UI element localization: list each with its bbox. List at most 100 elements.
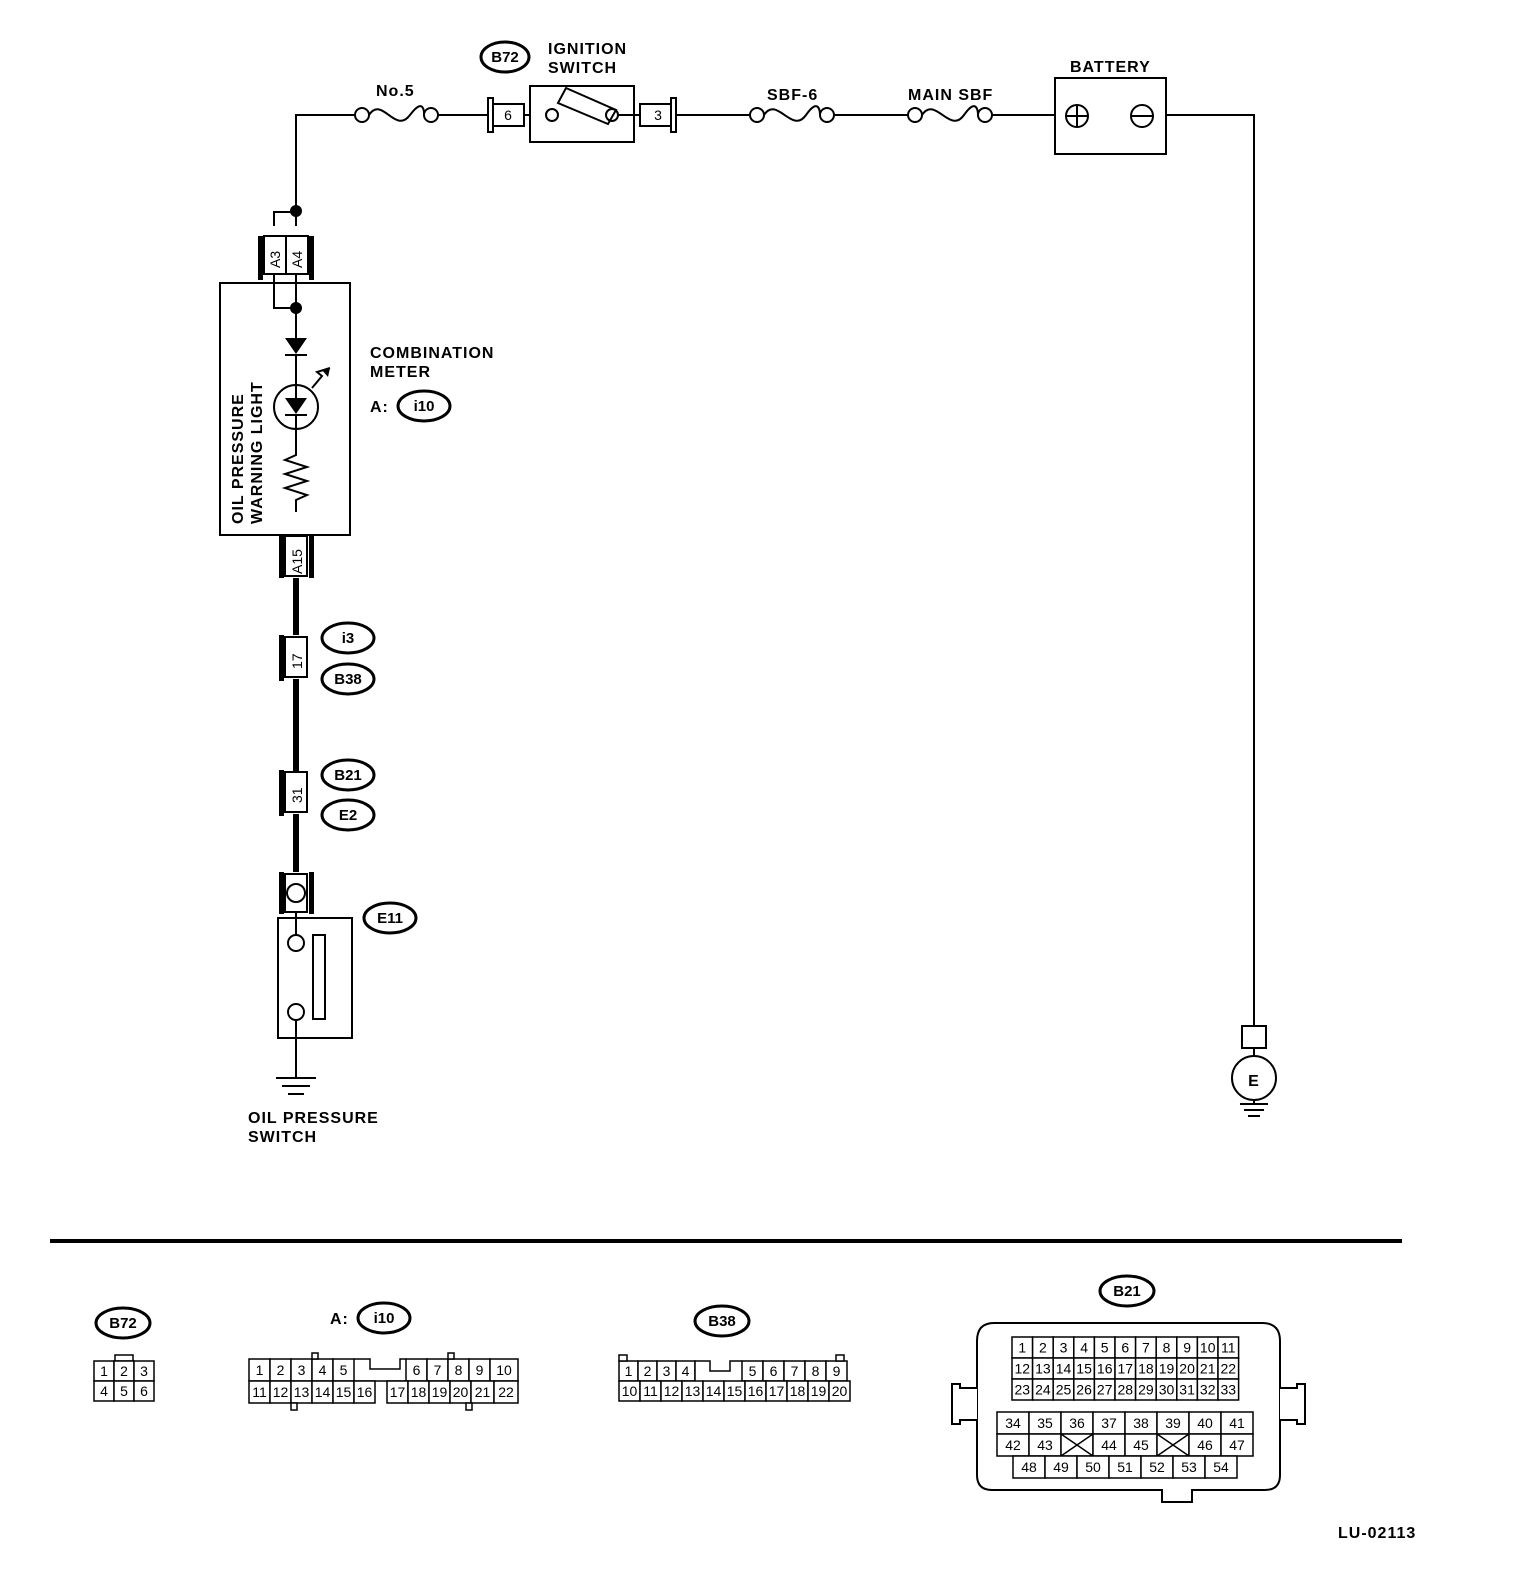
b38-pin: 13 <box>685 1383 701 1399</box>
b21-pin: 26 <box>1076 1382 1092 1398</box>
b38-pin: 11 <box>643 1383 658 1399</box>
i10-pin: 15 <box>336 1384 352 1400</box>
b38-pin: 15 <box>727 1383 743 1399</box>
b72-pin: 5 <box>120 1383 128 1399</box>
i10-pin: 10 <box>496 1362 512 1378</box>
legend-i10-tag: i10 <box>374 1310 395 1327</box>
b38-pin: 7 <box>791 1363 799 1379</box>
b21-pin: 4 <box>1080 1340 1088 1356</box>
b21-pin: 10 <box>1200 1340 1216 1356</box>
i10-pin: 12 <box>273 1384 289 1400</box>
b38-pin: 10 <box>622 1383 638 1399</box>
i10-tag: i10 <box>414 398 435 415</box>
main-wiring <box>273 114 1255 1026</box>
sbf6-label: SBF-6 <box>767 87 818 104</box>
fuse-sbf6: SBF-6 <box>749 87 835 123</box>
fuse-main-sbf: MAIN SBF <box>907 87 993 123</box>
battery-label: BATTERY <box>1070 59 1151 76</box>
b21-cell <box>1204 1455 1238 1479</box>
oil-pressure-switch: E11 OIL PRESSURE SWITCH <box>248 872 418 1146</box>
connector-a3-a4: A3 A4 <box>258 205 314 280</box>
b21-pin: 37 <box>1101 1415 1117 1431</box>
i10-latch <box>290 1402 298 1411</box>
b21-pin: 40 <box>1197 1415 1213 1431</box>
b21-pin: 6 <box>1121 1340 1129 1356</box>
i10-pin: 18 <box>411 1384 427 1400</box>
b21-pin: 53 <box>1181 1459 1197 1475</box>
t17-terminal: 17 <box>289 653 305 669</box>
b21-tag: B21 <box>334 767 362 784</box>
b38-pin: 20 <box>832 1383 848 1399</box>
figure-id: LU-02113 <box>1338 1525 1416 1542</box>
b21-pin: 25 <box>1056 1382 1072 1398</box>
legend-b21-tag: B21 <box>1113 1283 1141 1300</box>
b38-pin: 18 <box>790 1383 806 1399</box>
b21-pin: 19 <box>1159 1361 1175 1377</box>
b21-pin: 31 <box>1179 1382 1195 1398</box>
b21-pin: 47 <box>1229 1437 1245 1453</box>
e2-tag: E2 <box>339 807 357 824</box>
a4-terminal: A4 <box>289 251 305 268</box>
b38-tag: B38 <box>334 671 362 688</box>
b21-pin: 27 <box>1097 1382 1113 1398</box>
combination-meter-prefix: A: <box>370 399 389 416</box>
b21-pin: 21 <box>1200 1361 1216 1377</box>
i10-pin: 8 <box>455 1362 463 1378</box>
b38-pin: 4 <box>682 1363 690 1379</box>
b21-pin: 16 <box>1097 1361 1113 1377</box>
b21-pin: 24 <box>1035 1382 1051 1398</box>
t31-terminal: 31 <box>289 787 305 803</box>
ignition-switch-label-1: IGNITION <box>548 41 627 58</box>
i10-pin: 9 <box>476 1362 484 1378</box>
b38-pin: 14 <box>706 1383 722 1399</box>
oil-pressure-switch-label-2: SWITCH <box>248 1129 317 1146</box>
main-sbf-label: MAIN SBF <box>908 87 993 104</box>
b21-pin: 3 <box>1060 1340 1068 1356</box>
a3-terminal: A3 <box>267 251 283 268</box>
i10-latch <box>465 1402 473 1411</box>
b21-pin: 46 <box>1197 1437 1213 1453</box>
ignition-switch-label-2: SWITCH <box>548 60 617 77</box>
b21-pin: 7 <box>1142 1340 1150 1356</box>
b21-pin: 36 <box>1069 1415 1085 1431</box>
b21-blank <box>1060 1433 1094 1457</box>
b72-pin: 6 <box>140 1383 148 1399</box>
b38-pin: 8 <box>812 1363 820 1379</box>
combination-meter-label-2: METER <box>370 364 431 381</box>
b38-latch <box>835 1354 845 1362</box>
b21-pin: 11 <box>1221 1340 1236 1356</box>
i10-pin: 19 <box>432 1384 448 1400</box>
b21-blank <box>1156 1433 1190 1457</box>
i10-pin: 21 <box>475 1384 491 1400</box>
i10-pin: 1 <box>256 1362 264 1378</box>
b21-pin: 15 <box>1076 1361 1092 1377</box>
i10-pin: 5 <box>340 1362 348 1378</box>
b21-pin: 51 <box>1117 1459 1133 1475</box>
b21-pin: 28 <box>1118 1382 1134 1398</box>
ground-label: E <box>1248 1073 1260 1090</box>
oil-pressure-switch-label-1: OIL PRESSURE <box>248 1110 379 1127</box>
b21-pin: 14 <box>1056 1361 1072 1377</box>
i10-pin: 17 <box>390 1384 406 1400</box>
b21-pin: 35 <box>1037 1415 1053 1431</box>
i10-pin: 13 <box>294 1384 310 1400</box>
b38-cell <box>828 1380 851 1402</box>
i10-pin: 4 <box>319 1362 327 1378</box>
b72-pin: 4 <box>100 1383 108 1399</box>
b21-pin: 44 <box>1101 1437 1117 1453</box>
battery: BATTERY <box>1054 59 1167 155</box>
i10-pin: 14 <box>315 1384 331 1400</box>
b21-pin: 52 <box>1149 1459 1165 1475</box>
b38-pin: 5 <box>749 1363 757 1379</box>
b21-pin: 17 <box>1118 1361 1134 1377</box>
b21-pin: 38 <box>1133 1415 1149 1431</box>
b38-pin: 1 <box>625 1363 633 1379</box>
b21-pin: 13 <box>1035 1361 1051 1377</box>
b21-pin: 34 <box>1005 1415 1021 1431</box>
combination-meter: COMBINATION METER A: i10 OIL PRESSURE WA… <box>219 274 493 536</box>
ignition-switch: B72 IGNITION SWITCH 6 3 <box>479 40 677 143</box>
b38-pin: 3 <box>663 1363 671 1379</box>
